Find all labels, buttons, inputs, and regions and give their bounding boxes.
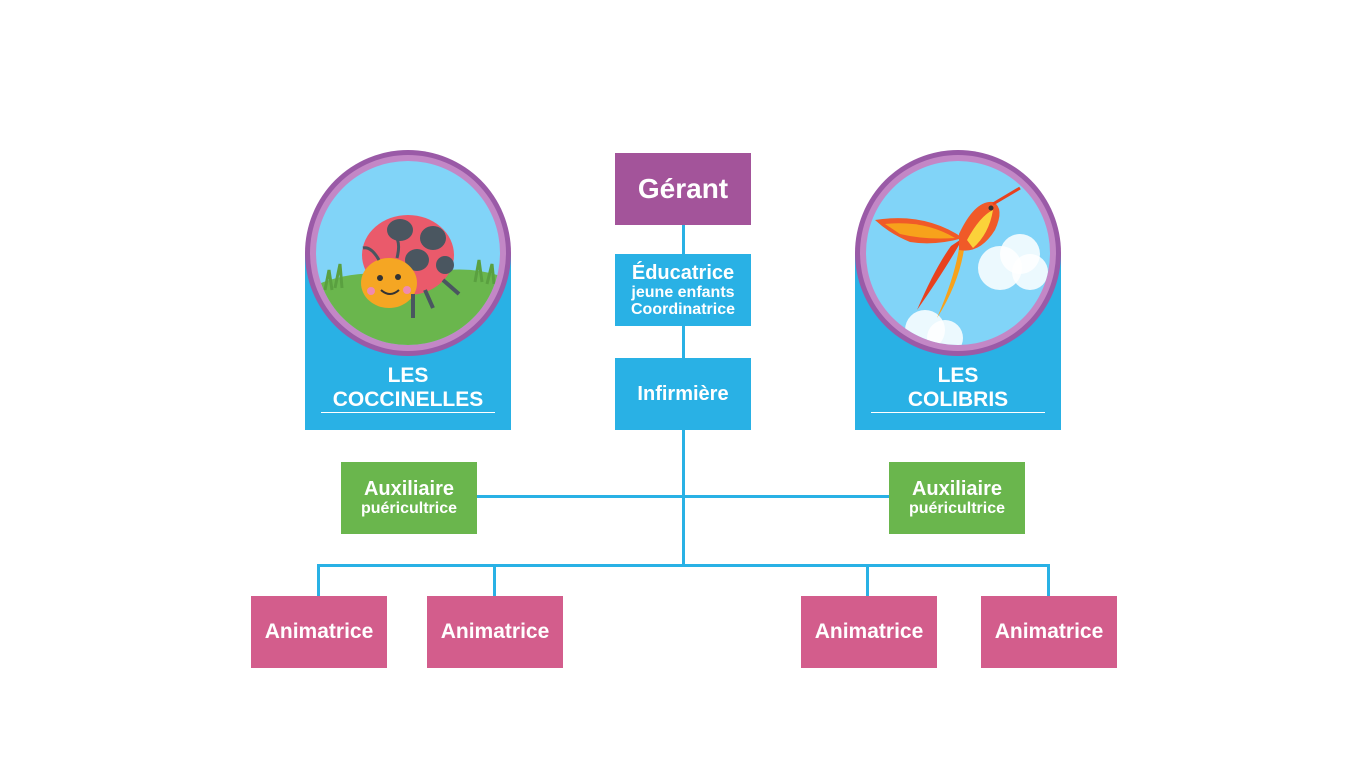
connector-animatrice-3 [866, 564, 869, 596]
node-animatrice-1-label: Animatrice [264, 620, 374, 643]
connector-animatrice-4 [1047, 564, 1050, 596]
group-coccinelles: LES COCCINELLES [305, 150, 511, 430]
node-animatrice-2: Animatrice [427, 596, 563, 668]
connector-infirmiere-trunk [682, 430, 685, 567]
connector-auxiliaires-horizontal [477, 495, 889, 498]
node-animatrice-1: Animatrice [251, 596, 387, 668]
node-educatrice-line1: Éducatrice [631, 262, 735, 284]
node-educatrice-line3: Coordinatrice [630, 301, 735, 318]
node-animatrice-4: Animatrice [981, 596, 1117, 668]
node-infirmiere-label: Infirmière [637, 382, 729, 405]
group-colibris: LES COLIBRIS [855, 150, 1061, 430]
node-animatrice-4-label: Animatrice [994, 620, 1104, 643]
hummingbird-icon [855, 150, 1061, 356]
node-gerant: Gérant [615, 153, 751, 225]
node-infirmiere: Infirmière [615, 358, 751, 430]
node-auxiliaire-left: Auxiliaire puéricultrice [341, 462, 477, 534]
connector-animatrice-2 [493, 564, 496, 596]
node-auxiliaire-left-line1: Auxiliaire [363, 478, 455, 500]
node-animatrice-2-label: Animatrice [440, 620, 550, 643]
node-auxiliaire-right-line1: Auxiliaire [911, 478, 1003, 500]
group-coccinelles-line1: LES [387, 364, 429, 387]
node-auxiliaire-right: Auxiliaire puéricultrice [889, 462, 1025, 534]
connector-gerant-educatrice [682, 225, 685, 254]
node-animatrice-3: Animatrice [801, 596, 937, 668]
node-auxiliaire-right-line2: puéricultrice [908, 500, 1006, 517]
group-colibris-line1: LES [937, 364, 979, 387]
connector-animatrice-1 [317, 564, 320, 596]
group-colibris-underline [871, 412, 1045, 413]
node-animatrice-3-label: Animatrice [814, 620, 924, 643]
group-coccinelles-line2: COCCINELLES [332, 388, 484, 411]
node-auxiliaire-left-line2: puéricultrice [360, 500, 458, 517]
node-educatrice: Éducatrice jeune enfants Coordinatrice [615, 254, 751, 326]
node-educatrice-line2: jeune enfants [631, 284, 735, 301]
group-colibris-line2: COLIBRIS [907, 388, 1009, 411]
ladybug-icon [305, 150, 511, 356]
connector-educatrice-infirmiere [682, 326, 685, 358]
connector-animatrices-horizontal [317, 564, 1050, 567]
node-gerant-label: Gérant [637, 173, 729, 204]
group-coccinelles-underline [321, 412, 495, 413]
